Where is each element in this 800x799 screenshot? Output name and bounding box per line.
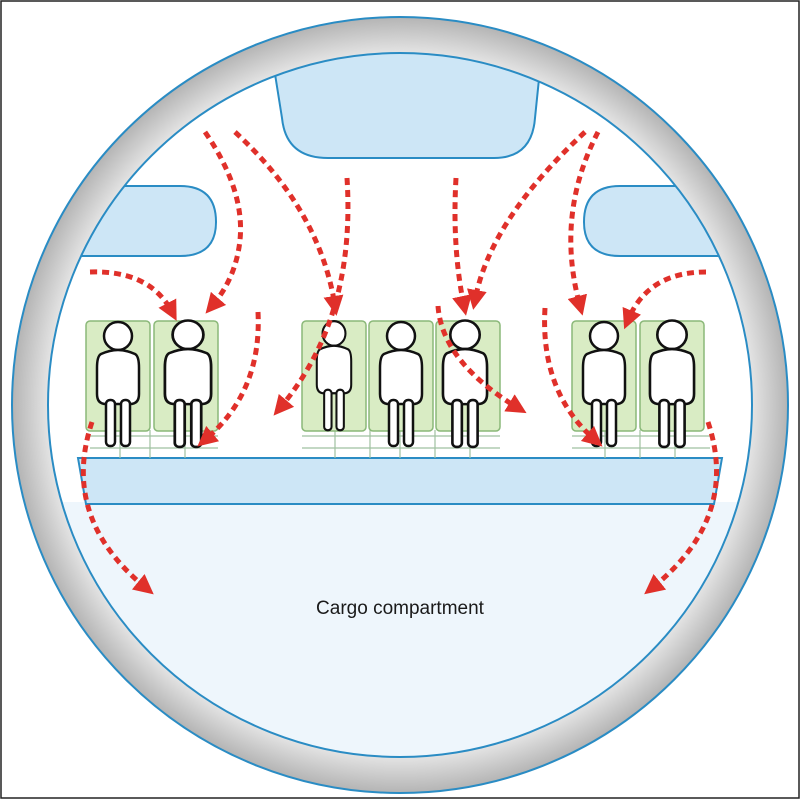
airflow-arrow-icon (542, 307, 603, 447)
airflow-arrow-icon (644, 421, 720, 595)
airflow-arrow-icon (80, 421, 154, 595)
cabin-wall (47, 52, 753, 758)
seat-frames (86, 430, 710, 458)
airflow-arrow-icon (452, 177, 472, 316)
cargo-compartment-label: Cargo compartment (316, 598, 485, 619)
airflow-arrow-icon (89, 269, 177, 321)
airflow-arrow-icon (467, 130, 587, 310)
airflow-arrow-icon (197, 311, 261, 447)
airflow-arrow-icon (202, 130, 244, 314)
cabin-floor (76, 457, 724, 505)
airflow-arrow-icon (273, 177, 351, 416)
airflow-arrows (80, 130, 720, 595)
airflow-arrow-icon (622, 269, 707, 330)
airflow-arrow-icon (233, 130, 344, 316)
airflow-arrow-icon (567, 130, 601, 316)
airflow-arrow-icon (435, 305, 527, 414)
